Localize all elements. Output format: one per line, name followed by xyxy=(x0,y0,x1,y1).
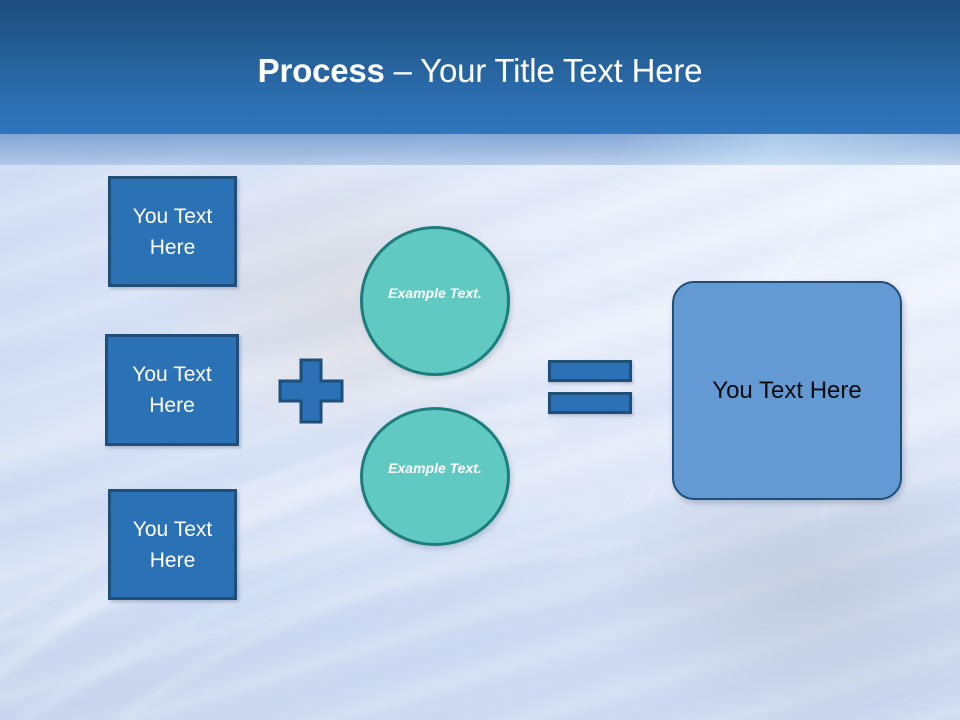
output-box-label: You Text Here xyxy=(712,376,862,404)
plus-sign-icon xyxy=(277,357,345,425)
output-box[interactable]: You Text Here xyxy=(672,281,902,500)
factor-circle-2[interactable]: Example Text. xyxy=(360,407,510,546)
factor-circle-1[interactable]: Example Text. xyxy=(360,226,510,376)
factor-circle-1-label: Example Text. xyxy=(388,284,482,301)
slide-title-light: – Your Title Text Here xyxy=(384,52,703,89)
title-banner-underline-strip xyxy=(0,134,960,165)
input-box-2-label: You Text Here xyxy=(132,363,212,417)
factor-circle-2-label: Example Text. xyxy=(388,460,482,476)
slide-title-strong: Process xyxy=(257,52,385,89)
equals-bar-bottom xyxy=(548,392,632,414)
title-strip-highlight xyxy=(620,134,960,165)
equals-bar-top xyxy=(548,360,632,382)
input-box-2[interactable]: You Text Here xyxy=(105,334,239,446)
input-box-3-label: You Text Here xyxy=(132,517,213,572)
input-box-1-label: You Text Here xyxy=(132,204,213,259)
equals-sign-icon xyxy=(548,360,632,414)
input-box-1[interactable]: You Text Here xyxy=(108,176,237,287)
input-box-3[interactable]: You Text Here xyxy=(108,489,237,600)
title-banner xyxy=(0,0,960,134)
slide-title: Process – Your Title Text Here xyxy=(0,50,960,92)
